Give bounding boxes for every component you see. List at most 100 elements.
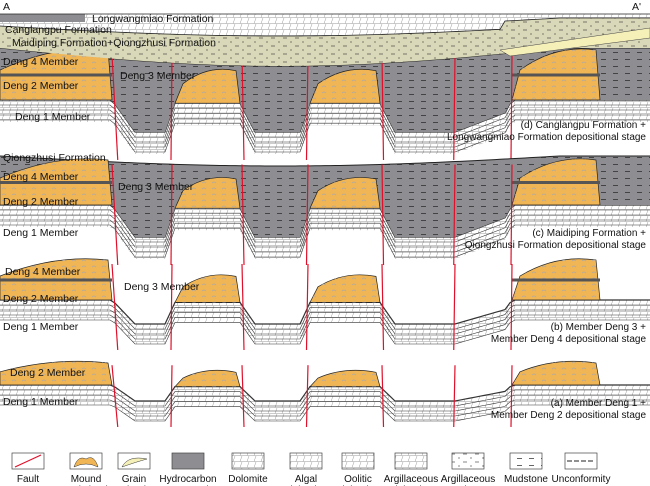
oolitic-dolomite-icon <box>341 452 375 470</box>
legend-item-algal-dolomite: Algaldolomite <box>287 452 325 486</box>
legend-item-oolitic-dolomite: Ooliticdolomite <box>339 452 377 486</box>
label-deng3-member: Deng 3 Member <box>120 70 196 82</box>
bedding-line <box>0 394 650 412</box>
fault-line <box>241 365 245 428</box>
section-end-a: A <box>3 1 10 13</box>
bedding-line <box>0 304 650 330</box>
swatch <box>231 452 265 470</box>
fault-line <box>111 164 119 266</box>
legend-item-dolomite: Dolomite <box>228 452 268 485</box>
caption-d-line1: (d) Canglangpu Formation + <box>521 120 647 131</box>
label-deng4-member: Deng 4 Member <box>3 171 79 183</box>
fault-line <box>111 263 119 351</box>
legend-label: Hydrocarbon <box>159 474 216 485</box>
fault-line <box>381 365 385 428</box>
label-deng1-member: Deng 1 Member <box>3 396 79 408</box>
algal-dolomite-pattern <box>175 177 240 209</box>
deng1-dolomite-layer <box>0 385 650 421</box>
algal-dolomite-pattern <box>310 274 380 303</box>
algal-dolomite-pattern <box>310 177 380 209</box>
bedding-line <box>0 319 650 345</box>
deng1-dolomite-layer <box>0 300 650 344</box>
fault-line <box>170 365 173 428</box>
legend-item-fault: Fault <box>11 452 45 485</box>
bedding-line <box>0 119 650 153</box>
fault-line <box>111 54 119 161</box>
caption-c-line2: Qiongzhusi Formation depositional stage <box>465 240 647 251</box>
grain-symbol <box>121 457 148 468</box>
argillaceous-sandstone-icon <box>451 452 485 470</box>
algal-dolomite-icon <box>289 452 323 470</box>
label-canglangpu-formation: Canglangpu Formation <box>5 24 112 36</box>
deng1-dolomite-layer <box>0 100 650 154</box>
fault-icon <box>11 452 45 470</box>
fault-line <box>170 164 173 266</box>
bedding-line <box>0 114 650 148</box>
label-deng2-member: Deng 2 Member <box>3 80 79 92</box>
algal-dolomite-pattern <box>310 69 380 104</box>
mound-shoal-icon <box>69 452 103 470</box>
swatch <box>341 452 375 470</box>
label-deng2-member: Deng 2 Member <box>3 196 79 208</box>
bedding-line <box>0 219 650 253</box>
fault-line <box>510 365 513 428</box>
deng1-dolomite-layer <box>0 205 650 259</box>
label-deng1-member: Deng 1 Member <box>3 321 79 333</box>
fault-line <box>305 365 309 428</box>
legend-item-argillaceous-sandstone: Argillaceoussandstone <box>441 452 495 486</box>
fault-line <box>510 263 513 351</box>
panel-d-strata <box>0 47 650 161</box>
algal-dolomite-pattern <box>512 361 600 385</box>
bedding-line <box>0 389 650 407</box>
algal-dolomite-pattern <box>310 370 380 387</box>
fault-line <box>381 263 385 351</box>
bedding-line <box>0 104 650 138</box>
panel-b-strata <box>0 258 650 351</box>
legend-label: Fault <box>17 474 39 485</box>
label-longwangmiao-formation: Longwangmiao Formation <box>92 13 214 25</box>
panel-c: Qiongzhusi Formation Deng 4 Member Deng … <box>3 152 646 251</box>
algal-dolomite-pattern <box>175 69 240 104</box>
panel-c-strata <box>0 155 650 266</box>
legend-item-source-rocks: Hydrocarbonsource rocks <box>159 452 217 486</box>
bedding-line <box>0 209 650 243</box>
panel-d: Longwangmiao Formation Canglangpu Format… <box>3 13 646 143</box>
dolomite-icon <box>231 452 265 470</box>
caption-b-line1: (b) Member Deng 3 + <box>551 322 646 333</box>
panel-b: Deng 4 Member Deng 3 Member Deng 2 Membe… <box>3 266 646 345</box>
caption-a-line1: (a) Member Deng 1 + <box>551 398 646 409</box>
swatch <box>171 452 205 470</box>
panel-a: Deng 2 Member Deng 1 Member (a) Member D… <box>3 367 646 421</box>
swatch <box>289 452 323 470</box>
fault-line <box>111 365 119 428</box>
swatch <box>509 452 543 470</box>
legend-label: Dolomite <box>228 474 268 485</box>
label-deng3-member: Deng 3 Member <box>118 181 194 193</box>
bedding-line <box>0 309 650 335</box>
legend-label: Argillaceous <box>384 474 438 485</box>
label-deng2-member: Deng 2 Member <box>10 367 86 379</box>
algal-dolomite-pattern <box>175 274 240 303</box>
fault-line <box>510 54 513 161</box>
legend-item-argillaceous-dolomite: Argillaceousdolomite <box>384 452 438 486</box>
legend-item-grain-shoal: Grainshoal <box>117 452 151 486</box>
fault-line <box>305 164 309 266</box>
longwangmiao-formation-layer <box>0 14 650 36</box>
fault-line <box>170 263 173 351</box>
fault-symbol <box>14 454 42 468</box>
legend-label: Grain <box>122 474 146 485</box>
bedding-line <box>0 109 650 143</box>
legend-item-mudstone: Mudstone <box>504 452 548 485</box>
strata-layers <box>0 13 650 428</box>
legend-item-mound-shoal: Moundand shoal <box>64 452 108 486</box>
label-deng1-member: Deng 1 Member <box>3 227 79 239</box>
label-deng4-member: Deng 4 Member <box>3 56 79 68</box>
bedding-line <box>0 214 650 248</box>
fault-line <box>241 263 245 351</box>
legend-label: Algal <box>295 474 317 485</box>
source-rock-lens <box>0 14 85 22</box>
panel-d-upper-formations <box>0 13 650 66</box>
label-maidiping-qiongzhusi-formation: Maidiping Formation+Qiongzhusi Formation <box>12 37 216 49</box>
caption-c-line1: (c) Maidiping Formation + <box>532 228 646 239</box>
